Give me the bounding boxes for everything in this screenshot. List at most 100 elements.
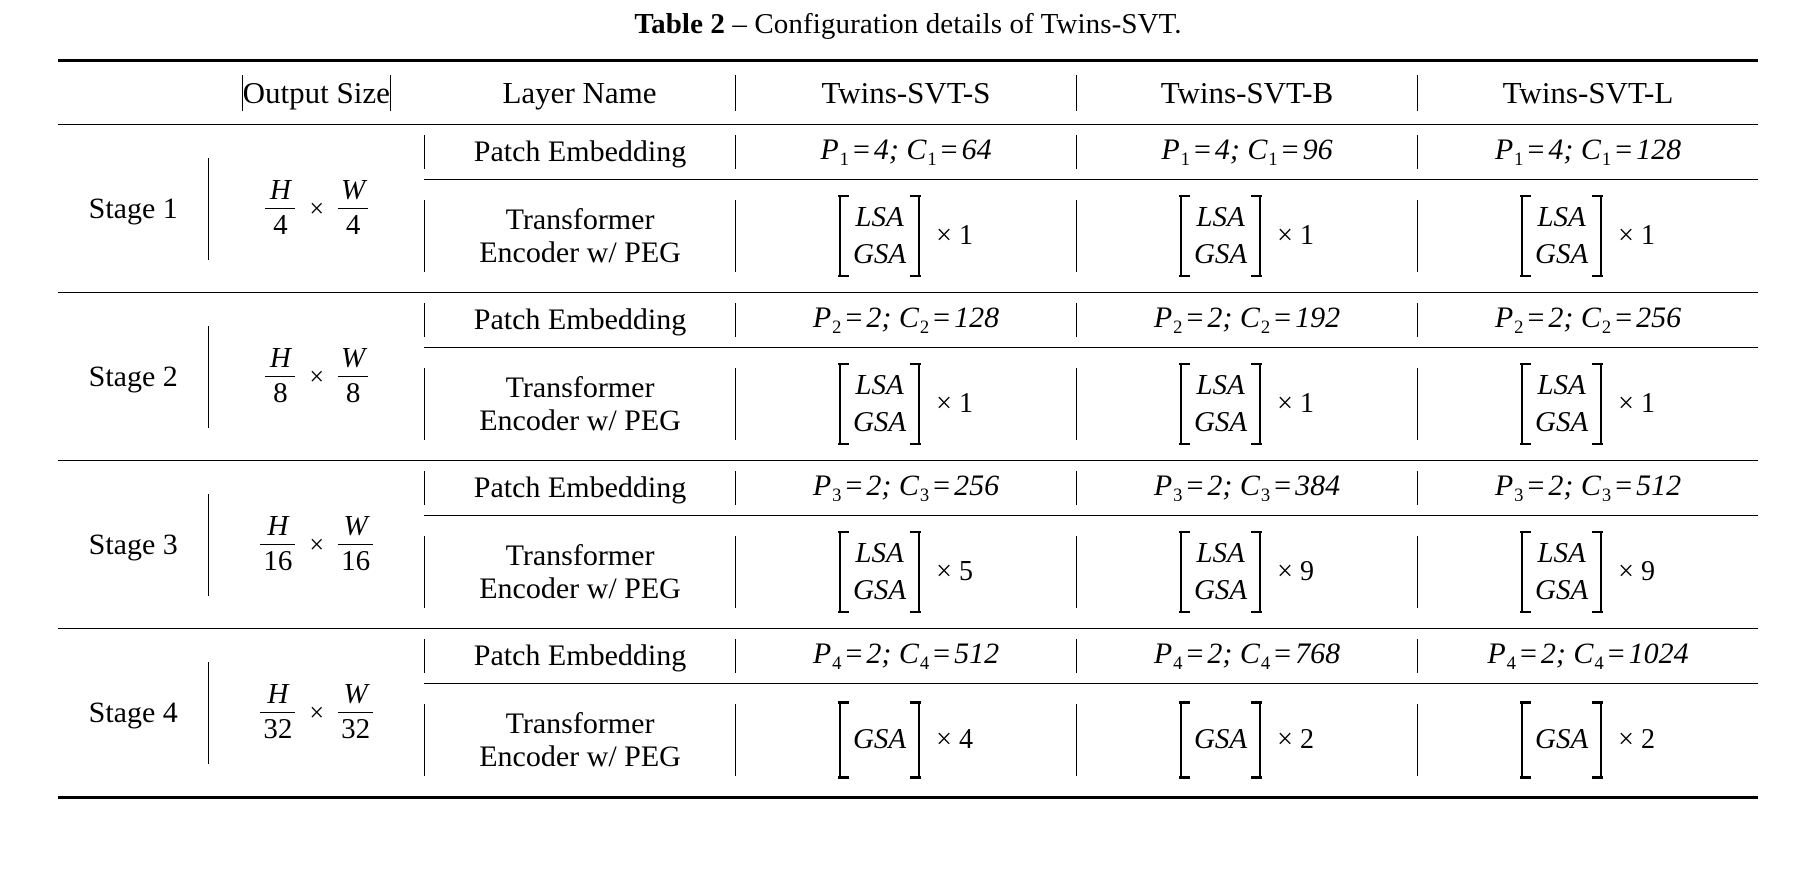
repeat-count: × 9 bbox=[1277, 556, 1314, 587]
patch-cell-b: P2=2; C2=192 bbox=[1075, 293, 1417, 348]
patch-embedding-formula: P4=2; C4=1024 bbox=[1487, 637, 1689, 674]
patch-cell-b: P4=2; C4=768 bbox=[1075, 629, 1417, 684]
patch-cell-l: P1=4; C1=128 bbox=[1416, 125, 1758, 180]
table-caption: Table 2 – Configuration details of Twins… bbox=[0, 0, 1816, 59]
divider-patch-b bbox=[1075, 638, 1077, 674]
repeat-count: × 1 bbox=[936, 388, 973, 419]
attention-type: LSA bbox=[1537, 200, 1586, 233]
multiply-symbol: × bbox=[309, 193, 324, 223]
header-model-s: Twins-SVT-S bbox=[734, 61, 1076, 125]
divider-output-size bbox=[208, 325, 210, 428]
matrix-bracket: GSA bbox=[838, 701, 921, 779]
attention-type: LSA bbox=[855, 536, 904, 569]
attention-type: GSA bbox=[852, 574, 907, 606]
layer-name-cell-patch: Patch Embedding bbox=[424, 461, 735, 516]
patch-embedding-formula: P1=4; C1=96 bbox=[1161, 133, 1333, 170]
stage-label-cell: Stage 4 bbox=[58, 629, 208, 798]
patch-embedding-formula: P4=2; C4=512 bbox=[812, 637, 1000, 674]
layer-name-cell-patch: Patch Embedding bbox=[424, 125, 735, 180]
divider-layer-name bbox=[424, 470, 426, 506]
divider-output-size bbox=[208, 157, 210, 260]
patch-embedding-formula: P1=4; C1=128 bbox=[1494, 133, 1682, 170]
divider-encoder-s bbox=[734, 200, 736, 272]
patch-embedding-formula: P3=2; C3=256 bbox=[812, 469, 1000, 506]
divider-layer-name bbox=[424, 302, 426, 338]
header-layer-name: Layer Name bbox=[424, 61, 735, 125]
multiply-symbol: × bbox=[309, 697, 325, 727]
attention-type: LSA bbox=[1196, 200, 1245, 233]
header-output-size: Output Size bbox=[208, 61, 424, 125]
divider-patch-s bbox=[734, 302, 736, 338]
divider-layer-encoder bbox=[424, 200, 426, 272]
patch-embedding-label: Patch Embedding bbox=[473, 303, 687, 337]
header-layer-name-label: Layer Name bbox=[502, 75, 657, 110]
table-header-group: Output Size Layer Name Twins-SVT-S bbox=[58, 60, 1758, 125]
divider-patch-l bbox=[1416, 470, 1418, 506]
attention-type: GSA bbox=[1193, 238, 1248, 270]
divider-patch-s bbox=[734, 134, 736, 170]
divider-patch-b bbox=[1075, 134, 1077, 170]
matrix-bracket: GSA bbox=[1520, 701, 1603, 779]
encoder-block: GSA × 4 bbox=[736, 701, 1076, 779]
patch-embedding-formula: P1=4; C1=64 bbox=[820, 133, 992, 170]
divider-encoder-l bbox=[1416, 368, 1418, 440]
header-model-l: Twins-SVT-L bbox=[1416, 61, 1758, 125]
patch-cell-l: P2=2; C2=256 bbox=[1416, 293, 1758, 348]
divider-encoder-b bbox=[1075, 704, 1077, 776]
divider-encoder-s bbox=[734, 536, 736, 608]
encoder-block: LSA GSA × 1 bbox=[736, 362, 1076, 446]
repeat-count: × 9 bbox=[1618, 556, 1655, 587]
attention-type: LSA bbox=[1537, 368, 1586, 401]
attention-type: LSA bbox=[855, 368, 904, 401]
encoder-block: LSA GSA × 9 bbox=[1077, 530, 1417, 614]
attention-type: LSA bbox=[1196, 368, 1245, 401]
patch-cell-b: P1=4; C1=96 bbox=[1075, 125, 1417, 180]
divider-layer-encoder bbox=[424, 368, 426, 440]
patch-cell-l: P4=2; C4=1024 bbox=[1416, 629, 1758, 684]
attention-type: LSA bbox=[1196, 536, 1245, 569]
divider-patch-b bbox=[1075, 302, 1077, 338]
repeat-count: × 1 bbox=[1277, 388, 1314, 419]
attention-type: LSA bbox=[855, 200, 904, 233]
multiply-symbol: × bbox=[309, 529, 325, 559]
multiply-symbol: × bbox=[309, 361, 324, 391]
patch-embedding-formula: P3=2; C3=512 bbox=[1494, 469, 1682, 506]
attention-type: GSA bbox=[852, 406, 907, 438]
patch-embedding-formula: P3=2; C3=384 bbox=[1153, 469, 1341, 506]
divider-encoder-l bbox=[1416, 536, 1418, 608]
caption-text: Configuration details of Twins-SVT. bbox=[754, 8, 1182, 40]
configuration-table: Output Size Layer Name Twins-SVT-S bbox=[58, 59, 1758, 799]
patch-embedding-formula: P2=2; C2=128 bbox=[812, 301, 1000, 338]
attention-type: GSA bbox=[1193, 574, 1248, 606]
attention-type: GSA bbox=[1535, 723, 1589, 756]
attention-type: GSA bbox=[852, 723, 907, 756]
header-stage-blank bbox=[58, 61, 208, 125]
divider-encoder-b bbox=[1075, 368, 1077, 440]
divider-patch-l bbox=[1416, 638, 1418, 674]
repeat-count: × 4 bbox=[936, 724, 973, 755]
